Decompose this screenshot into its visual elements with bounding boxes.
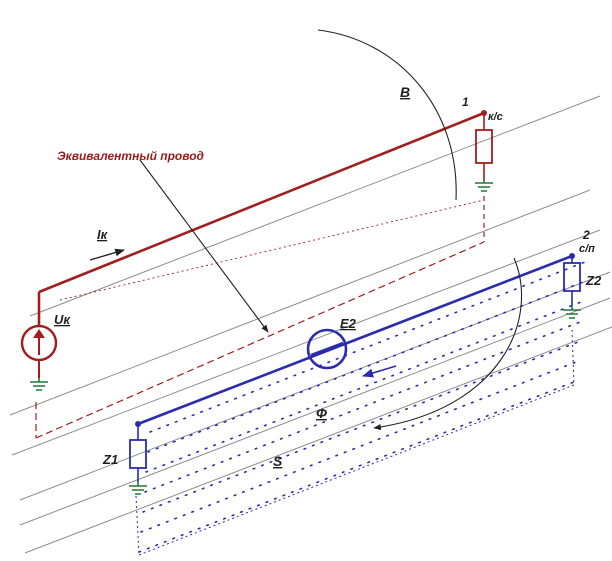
influencing-line-red [37,110,493,326]
field-arcs [89,29,522,431]
node-2-number: 2 [582,228,590,242]
equivalent-wire-label: Эквивалентный провод [57,149,204,163]
node-1-tag: к/с [488,111,503,123]
flux-label: Ф [316,405,327,421]
source-voltage-label: Uк [54,312,71,327]
emf-label: E2 [340,316,357,331]
field-b-label: B [400,84,410,100]
guide-lines [9,95,612,554]
area-s-dotted-plane [135,261,586,556]
node-1-number: 1 [462,95,469,109]
voltage-source [20,324,58,378]
affected-line-blue [129,253,581,482]
ground-symbols [30,180,581,495]
equivalent-wire [35,196,485,439]
impedance-1-label: Z1 [102,452,118,467]
emf-source [306,328,348,370]
node-2-tag: с/п [579,243,595,255]
impedance-2-label: Z2 [585,273,602,288]
area-label: S [273,453,283,469]
current-label: Iк [97,227,109,242]
